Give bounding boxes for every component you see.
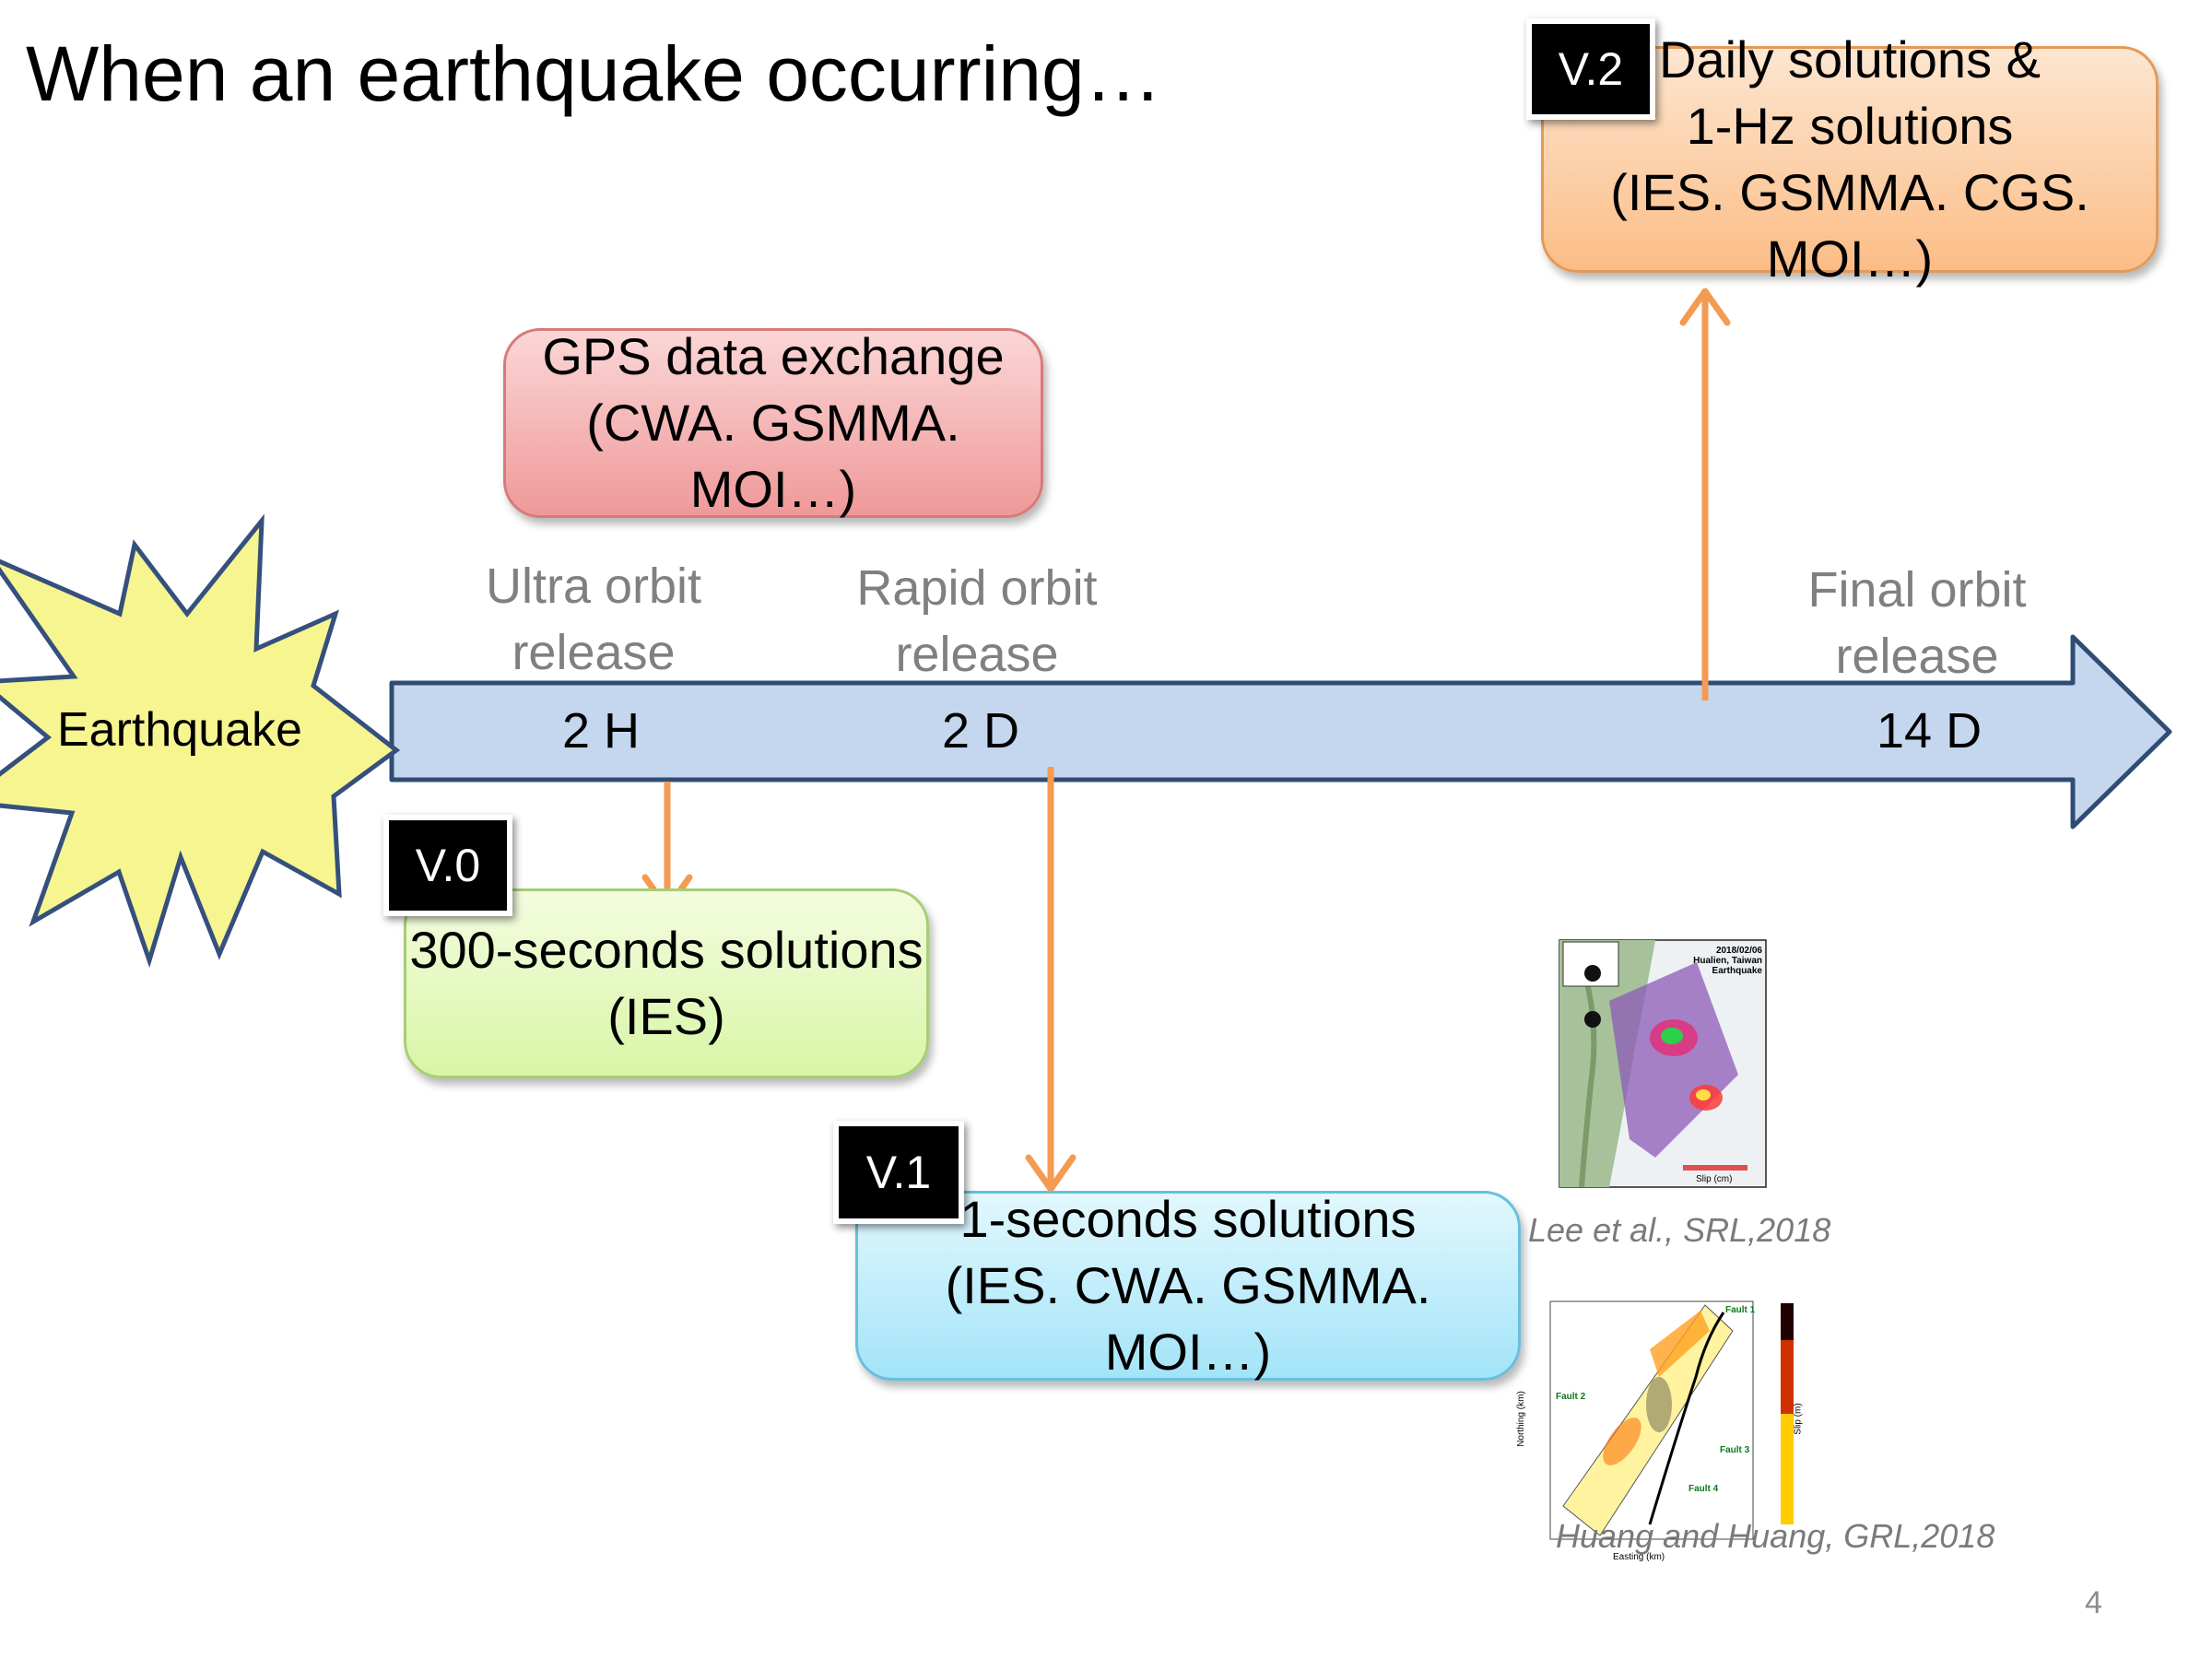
gps-exchange-box: GPS data exchange (CWA. GSMMA. MOI…) xyxy=(503,327,1043,518)
v1-tag: V.1 xyxy=(833,1121,964,1224)
v1-line2: (IES. CWA. GSMMA. MOI…) xyxy=(945,1256,1431,1381)
v0-tag: V.0 xyxy=(383,815,512,916)
connector-2d xyxy=(1025,767,1077,1193)
milestone-top: Rapid orbit xyxy=(856,560,1098,616)
time-14d: 14 D xyxy=(1877,703,1983,759)
v1-line1: 1-seconds solutions xyxy=(959,1190,1417,1248)
fault-2-label: Fault 2 xyxy=(1556,1392,1586,1402)
slide-title: When an earthquake occurring… xyxy=(26,30,1162,117)
milestone-top: Final orbit xyxy=(1807,562,2027,618)
gps-line2: (CWA. GSMMA. MOI…) xyxy=(586,394,960,518)
slip-map-image xyxy=(1559,939,1767,1188)
milestone-bottom: release xyxy=(1835,629,1999,684)
slip-map-title: 2018/02/06 Hualien, Taiwan Earthquake xyxy=(1693,946,1762,976)
fault-model-ylabel: Northing (km) xyxy=(1515,1391,1526,1447)
gps-line1: GPS data exchange xyxy=(542,327,1005,385)
v2-line2: 1-Hz solutions xyxy=(1686,97,2014,155)
fault-model-image xyxy=(1549,1300,1794,1540)
figure-lee-slip-map: 2018/02/06 Hualien, Taiwan Earthquake Sl… xyxy=(1545,936,1770,1202)
fault-1-label: Fault 1 xyxy=(1725,1305,1756,1315)
milestone-final: Final orbit release xyxy=(1788,557,2046,689)
milestone-rapid: Rapid orbit release xyxy=(839,555,1115,688)
v2-line3: (IES. GSMMA. CGS. MOI…) xyxy=(1610,163,2089,288)
earthquake-burst xyxy=(0,513,401,969)
milestone-bottom: release xyxy=(895,627,1059,682)
milestone-top: Ultra orbit xyxy=(485,559,702,614)
connector-v2 xyxy=(1679,288,1731,700)
citation-huang: Huang and Huang, GRL,2018 xyxy=(1556,1517,1995,1555)
fault-model-colorbar-label: Slip (m) xyxy=(1793,1403,1804,1435)
time-2h: 2 H xyxy=(562,703,641,759)
v1-box: 1-seconds solutions (IES. CWA. GSMMA. MO… xyxy=(855,1190,1521,1381)
milestone-ultra: Ultra orbit release xyxy=(465,553,723,686)
page-number: 4 xyxy=(2085,1585,2102,1620)
slip-map-legend: Slip (cm) xyxy=(1696,1174,1733,1184)
v0-line1: 300-seconds solutions xyxy=(409,921,924,979)
v0-line2: (IES) xyxy=(607,987,725,1045)
fault-3-label: Fault 3 xyxy=(1720,1445,1750,1455)
fault-model-xlabel: Easting (km) xyxy=(1613,1552,1665,1562)
v2-line1: Daily solutions & xyxy=(1659,30,2041,88)
fault-4-label: Fault 4 xyxy=(1688,1484,1719,1494)
milestone-bottom: release xyxy=(512,625,676,680)
v0-box: 300-seconds solutions (IES) xyxy=(404,888,929,1078)
timeline-arrow xyxy=(389,634,2172,830)
v2-tag: V.2 xyxy=(1526,18,1655,120)
earthquake-label: Earthquake xyxy=(57,703,302,757)
figure-huang-fault-model: Fault 1 Fault 2 Fault 3 Fault 4 Easting … xyxy=(1512,1294,1816,1567)
time-2d: 2 D xyxy=(942,703,1020,759)
citation-lee: Lee et al., SRL,2018 xyxy=(1528,1211,1831,1249)
